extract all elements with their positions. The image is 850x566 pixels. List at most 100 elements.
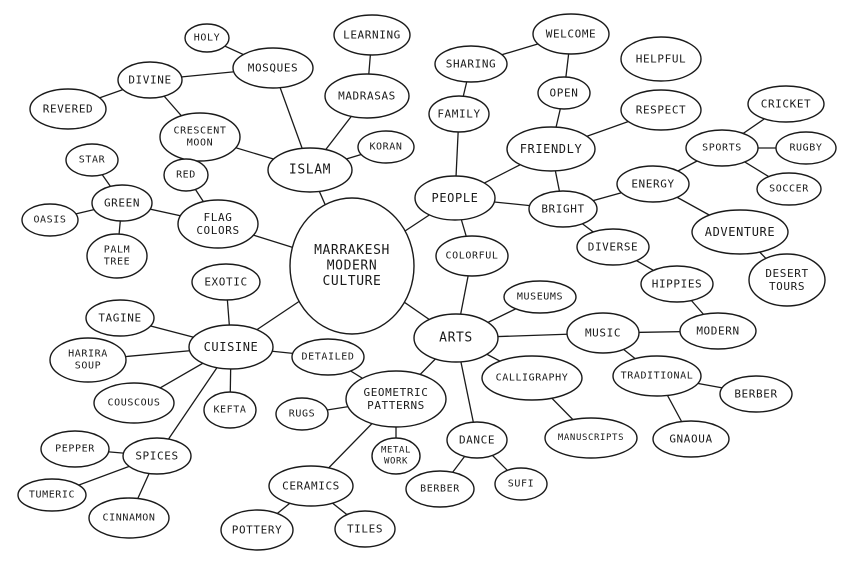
node-palm-label: PALM [104, 245, 130, 256]
node-dance-label: DANCE [459, 434, 495, 447]
node-people: PEOPLE [414, 175, 496, 221]
node-cinnamon-label: CINNAMON [103, 513, 156, 524]
node-dance: DANCE [446, 421, 508, 459]
node-rugs-label: RUGS [289, 409, 315, 420]
node-cricket: CRICKET [747, 85, 825, 123]
node-learning-label: LEARNING [343, 29, 401, 42]
node-cuisine: CUISINE [188, 324, 274, 370]
node-learning-ellipse [333, 14, 411, 56]
node-exotic: EXOTIC [191, 263, 261, 301]
node-pottery-ellipse [220, 509, 294, 551]
node-gnaoua: GNAOUA [652, 420, 730, 458]
node-traditional-label: TRADITIONAL [621, 371, 694, 382]
node-diverse-label: DIVERSE [588, 241, 639, 254]
node-detailed: DETAILED [291, 338, 365, 376]
node-flag-label: FLAG [204, 211, 233, 224]
node-metal-ellipse [371, 437, 421, 475]
node-kefta: KEFTA [203, 391, 257, 429]
node-sports-ellipse [685, 129, 759, 167]
node-sufi-ellipse [494, 467, 548, 501]
node-koran: KORAN [357, 130, 415, 164]
node-center-label: MARRAKESH [314, 243, 390, 258]
mind-map-nodes: MARRAKESHMODERNCULTUREISLAMKORANMADRASAS… [17, 13, 837, 551]
node-spices: SPICES [122, 437, 192, 475]
node-respect-ellipse [620, 89, 702, 131]
node-helpful-label: HELPFUL [636, 53, 687, 66]
node-mosques-ellipse [232, 47, 314, 89]
node-flag-ellipse [177, 199, 259, 249]
node-metal-label: WORK [384, 456, 408, 466]
node-open-ellipse [537, 76, 591, 110]
node-geometric-label: PATTERNS [367, 399, 425, 412]
node-arts-label: ARTS [439, 331, 473, 346]
node-sports-label: SPORTS [702, 143, 742, 154]
node-desert-label: DESERT [765, 267, 808, 280]
node-energy: ENERGY [616, 165, 690, 203]
node-exotic-ellipse [191, 263, 261, 301]
node-friendly-ellipse [506, 126, 596, 172]
node-exotic-label: EXOTIC [204, 276, 247, 289]
node-hippies-label: HIPPIES [652, 278, 703, 291]
node-calligraphy-label: CALLIGRAPHY [496, 373, 569, 384]
node-sharing-ellipse [434, 45, 508, 83]
node-star: STAR [65, 143, 119, 177]
node-red: RED [163, 158, 209, 192]
node-welcome-ellipse [532, 13, 610, 55]
node-soccer-label: SOCCER [769, 184, 809, 195]
node-tagine: TAGINE [85, 299, 155, 337]
node-museums-ellipse [503, 280, 577, 314]
node-holy-label: HOLY [194, 33, 220, 44]
node-welcome: WELCOME [532, 13, 610, 55]
node-sufi: SUFI [494, 467, 548, 501]
node-traditional-ellipse [612, 355, 702, 397]
node-tiles: TILES [334, 510, 396, 548]
node-energy-ellipse [616, 165, 690, 203]
node-respect: RESPECT [620, 89, 702, 131]
node-rugs-ellipse [275, 397, 329, 431]
node-hippies-ellipse [640, 265, 714, 303]
node-ceramics-ellipse [268, 465, 354, 507]
node-arts: ARTS [413, 313, 499, 363]
node-adventure: ADVENTURE [691, 209, 789, 255]
node-soccer-ellipse [756, 172, 822, 206]
node-open: OPEN [537, 76, 591, 110]
node-ceramics-label: CERAMICS [282, 480, 340, 493]
node-palm-ellipse [86, 233, 148, 279]
node-hippies: HIPPIES [640, 265, 714, 303]
node-respect-label: RESPECT [636, 104, 687, 117]
node-berber1-ellipse [719, 375, 793, 413]
node-ceramics: CERAMICS [268, 465, 354, 507]
node-modern: MODERN [679, 312, 757, 350]
node-revered-ellipse [29, 88, 107, 130]
node-colorful-ellipse [435, 235, 509, 277]
node-kefta-ellipse [203, 391, 257, 429]
node-music-ellipse [566, 312, 640, 354]
node-star-label: STAR [79, 155, 106, 166]
node-traditional: TRADITIONAL [612, 355, 702, 397]
node-tumeric-label: TUMERIC [29, 490, 75, 501]
node-gnaoua-ellipse [652, 420, 730, 458]
node-energy-label: ENERGY [631, 178, 674, 191]
node-palm-label: TREE [104, 257, 130, 268]
node-berber2: BERBER [405, 470, 475, 508]
node-tumeric: TUMERIC [17, 478, 87, 512]
node-harira-label: SOUP [75, 361, 101, 372]
node-crescent-label: CRESCENT [174, 126, 227, 137]
node-divine-label: DIVINE [128, 74, 171, 87]
node-tumeric-ellipse [17, 478, 87, 512]
node-oasis: OASIS [21, 203, 79, 237]
node-green-label: GREEN [104, 197, 140, 210]
node-harira-ellipse [49, 337, 127, 383]
node-friendly-label: FRIENDLY [520, 142, 583, 156]
node-green: GREEN [91, 184, 153, 222]
node-sharing: SHARING [434, 45, 508, 83]
node-manuscripts-label: MANUSCRIPTS [558, 433, 624, 443]
node-geometric-label: GEOMETRIC [363, 386, 428, 399]
node-koran-label: KORAN [369, 142, 402, 153]
